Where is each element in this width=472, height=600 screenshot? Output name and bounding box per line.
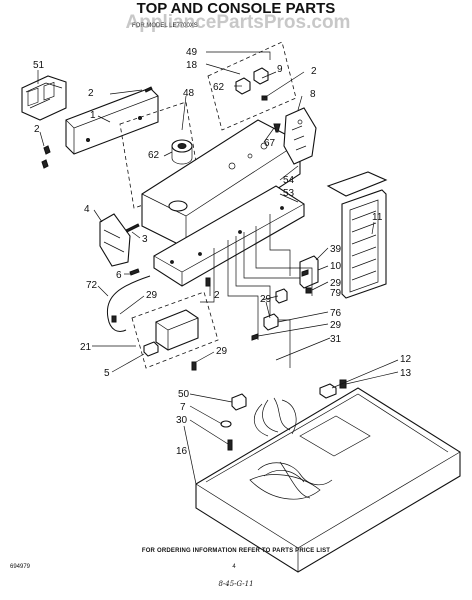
part-51-bracket (21, 75, 67, 121)
callout-13: 13 (400, 368, 412, 379)
page-title: TOP AND CONSOLE PARTS (137, 0, 336, 17)
callout-8: 8 (310, 89, 316, 100)
part-8-bracket (283, 107, 317, 165)
callout-3: 3 (142, 234, 148, 245)
wire-harness (254, 397, 333, 499)
callout-30: 30 (176, 415, 188, 426)
part-53-console-base (153, 185, 305, 287)
callout-53: 53 (283, 188, 295, 199)
callout-2-top: 2 (311, 66, 317, 77)
part-50-clip (231, 393, 247, 411)
part-30-screw (227, 439, 233, 451)
callout-numbers: 51 49 18 9 2 62 8 48 2 1 2 67 62 54 53 4… (33, 47, 412, 457)
callout-29-timer: 29 (216, 346, 228, 357)
callout-18: 18 (186, 60, 198, 71)
handwritten-note: 8-45-G-11 (218, 580, 253, 588)
screws-left (41, 86, 153, 169)
callout-72: 72 (86, 280, 98, 291)
screw-29-base (251, 287, 312, 341)
callout-2-mid: 2 (214, 290, 220, 301)
callout-31: 31 (330, 334, 342, 345)
callout-6: 6 (116, 270, 122, 281)
connector-79 (275, 288, 288, 304)
callout-2-lower: 2 (34, 124, 40, 135)
callout-67: 67 (264, 138, 276, 149)
callout-4: 4 (84, 204, 90, 215)
callout-29-left: 29 (146, 290, 158, 301)
callout-29-right: 29 (330, 278, 342, 289)
leader-lines (37, 51, 399, 485)
part-11-drawer (326, 171, 388, 299)
callout-21: 21 (80, 342, 92, 353)
doc-number: 694979 (10, 564, 31, 570)
part-72-cable (106, 275, 151, 332)
callout-11: 11 (372, 212, 383, 223)
part-13-screw (339, 379, 347, 389)
callout-76: 76 (330, 308, 342, 319)
callout-48: 48 (183, 88, 195, 99)
callout-51: 51 (33, 60, 45, 71)
model-subtitle: FOR MODEL LE7700XS (132, 23, 198, 29)
part-4-bracket (99, 213, 131, 267)
callout-1: 1 (90, 110, 96, 121)
callout-49: 49 (186, 47, 198, 58)
part-10-switch (299, 255, 319, 289)
part-3-pin (125, 223, 140, 233)
part-7-washer (220, 420, 232, 428)
watermark: AppliancePartsPros.com (126, 12, 351, 33)
callout-39: 39 (330, 244, 342, 255)
callout-50: 50 (178, 389, 190, 400)
ordering-note: FOR ORDERING INFORMATION REFER TO PARTS … (142, 548, 330, 554)
callout-54: 54 (283, 175, 295, 186)
wiring-leads (200, 214, 313, 368)
callout-62-top: 62 (213, 82, 225, 93)
callout-5: 5 (104, 368, 110, 379)
callout-79: 79 (330, 288, 342, 299)
callout-29-low: 29 (330, 320, 342, 331)
part-12-connector (319, 383, 337, 399)
callout-62-mid: 62 (148, 150, 160, 161)
callout-9: 9 (277, 64, 283, 75)
callout-29-mid: 29 (260, 294, 272, 305)
part-67-screw (273, 123, 281, 133)
callout-12: 12 (400, 354, 412, 365)
part-21-timer-group (131, 291, 219, 369)
part-1-back-panel (65, 87, 159, 155)
connector-76 (263, 313, 279, 331)
callout-2-left: 2 (88, 88, 94, 99)
page-number: 4 (232, 564, 236, 570)
part-16-cabinet-top (195, 387, 461, 573)
callout-16: 16 (176, 446, 188, 457)
callout-7: 7 (180, 402, 186, 413)
callout-10: 10 (330, 261, 342, 272)
